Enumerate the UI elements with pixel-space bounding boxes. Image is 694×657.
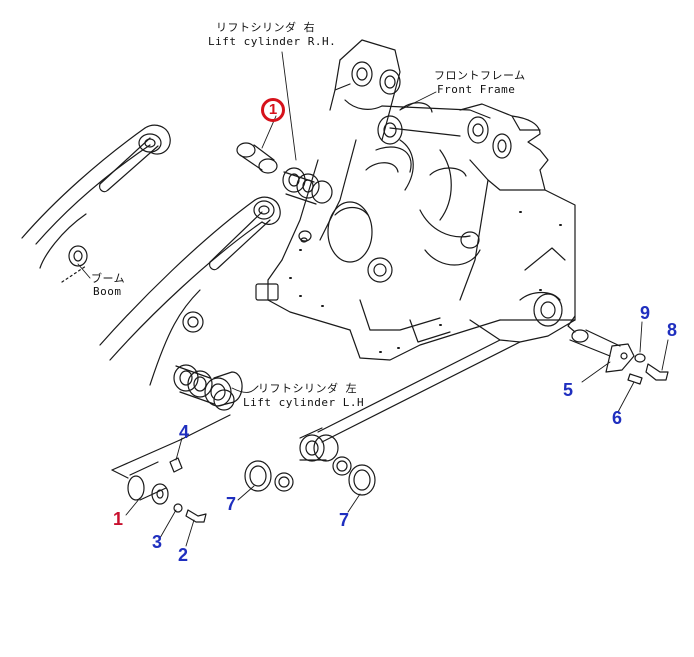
callout-4[interactable]: 4 bbox=[179, 422, 190, 442]
pin-upper bbox=[236, 142, 278, 174]
lift-cylinder-rh-jp-label: リフトシリンダ 右 bbox=[216, 21, 316, 34]
callout-8[interactable]: 8 bbox=[667, 320, 678, 340]
front-frame-en-label: Front Frame bbox=[437, 83, 516, 96]
leader-lines bbox=[77, 51, 669, 547]
lift-cylinder-lh-en-label: Lift cylinder L.H bbox=[243, 396, 365, 409]
boom-pivot-bushings bbox=[173, 364, 243, 411]
front-frame-jp-label: フロントフレーム bbox=[434, 69, 526, 82]
callout-1[interactable]: 1 bbox=[113, 509, 124, 529]
bolt-2 bbox=[185, 509, 207, 523]
boom-en-label: Boom bbox=[93, 285, 122, 298]
callout-9[interactable]: 9 bbox=[640, 303, 651, 323]
fitting-4 bbox=[169, 457, 183, 473]
callout-3[interactable]: 3 bbox=[152, 532, 163, 552]
pin-lower bbox=[111, 414, 231, 505]
front-frame bbox=[255, 39, 576, 443]
boom-upper bbox=[21, 124, 171, 283]
fitting-6 bbox=[627, 373, 643, 385]
washer-9 bbox=[634, 353, 646, 363]
washer-3 bbox=[173, 503, 183, 513]
callout-7-left[interactable]: 7 bbox=[226, 494, 237, 514]
callout-7-right[interactable]: 7 bbox=[339, 510, 350, 530]
boom-lower bbox=[99, 196, 281, 386]
pin-right bbox=[567, 315, 635, 373]
highlighted-callout[interactable]: 1 bbox=[261, 98, 285, 122]
bolt-8 bbox=[645, 363, 669, 381]
callout-2[interactable]: 2 bbox=[178, 545, 189, 565]
lift-cylinder-lh-jp-label: リフトシリンダ 左 bbox=[258, 382, 358, 395]
lift-cylinder-rh-en-label: Lift cylinder R.H. bbox=[208, 35, 337, 48]
lh-cylinder-bushings bbox=[274, 427, 352, 492]
shims bbox=[244, 460, 376, 496]
callout-6[interactable]: 6 bbox=[612, 408, 623, 428]
callout-5[interactable]: 5 bbox=[563, 380, 574, 400]
rh-cylinder-bushings bbox=[282, 167, 333, 205]
boom-jp-label: ブーム bbox=[91, 272, 126, 285]
